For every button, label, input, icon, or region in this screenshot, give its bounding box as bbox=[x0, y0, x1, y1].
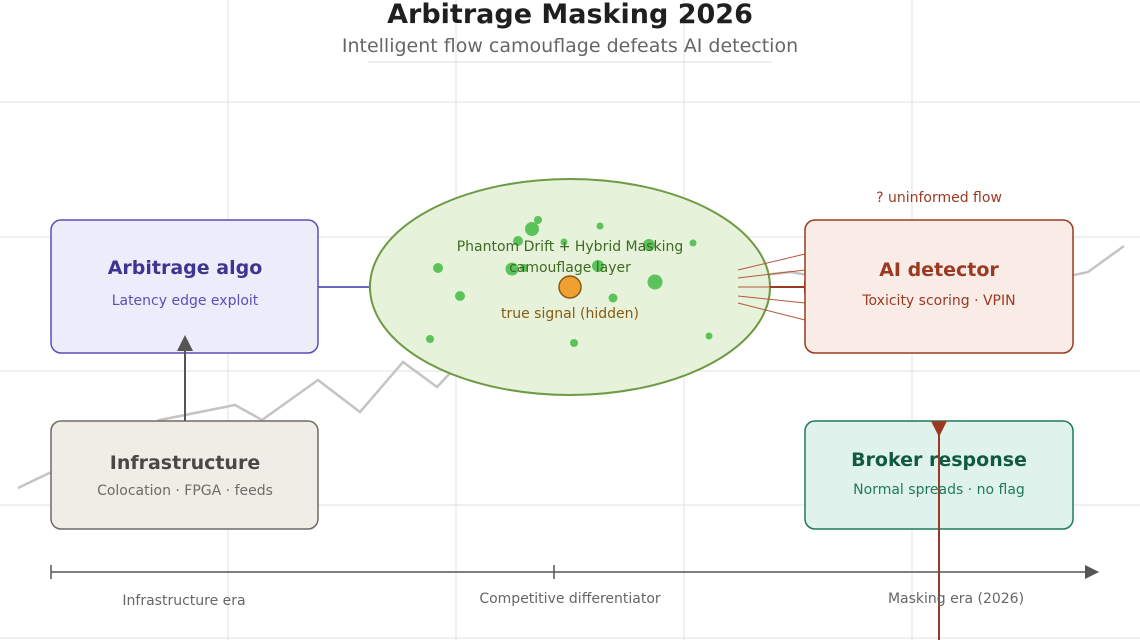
arbitrage-algo-title: Arbitrage algo bbox=[108, 257, 263, 279]
camouflage-subtitle: camouflage layer bbox=[509, 260, 631, 276]
true-signal-dot bbox=[558, 275, 582, 299]
masking-era-marker-head bbox=[931, 421, 947, 437]
camouflage-title: Phantom Drift + Hybrid Masking bbox=[457, 239, 684, 255]
era-label-infrastructure: Infrastructure era bbox=[122, 593, 245, 609]
page-title: Arbitrage Masking 2026 bbox=[387, 0, 753, 30]
era-label-differentiator: Competitive differentiator bbox=[479, 591, 661, 607]
arbitrage-algo-subtitle: Latency edge exploit bbox=[112, 293, 259, 309]
page-subtitle: Intelligent flow camouflage defeats AI d… bbox=[342, 35, 798, 57]
era-label-masking: Masking era (2026) bbox=[888, 591, 1024, 607]
infrastructure-node[interactable]: Infrastructure Colocation · FPGA · feeds bbox=[50, 420, 319, 530]
ai-detector-subtitle: Toxicity scoring · VPIN bbox=[861, 293, 1015, 309]
ai-detector-title: AI detector bbox=[879, 259, 999, 281]
infrastructure-subtitle: Colocation · FPGA · feeds bbox=[97, 483, 273, 499]
true-signal-label: true signal (hidden) bbox=[501, 306, 639, 322]
camouflage-noise-dots bbox=[426, 216, 713, 347]
camouflage-layer-node[interactable]: Phantom Drift + Hybrid Masking camouflag… bbox=[369, 178, 771, 396]
uninformed-flow-note: ? uninformed flow bbox=[876, 190, 1002, 206]
ai-detector-node[interactable]: AI detector Toxicity scoring · VPIN bbox=[804, 219, 1074, 354]
infrastructure-title: Infrastructure bbox=[110, 452, 260, 474]
arbitrage-algo-node[interactable]: Arbitrage algo Latency edge exploit bbox=[50, 219, 319, 354]
